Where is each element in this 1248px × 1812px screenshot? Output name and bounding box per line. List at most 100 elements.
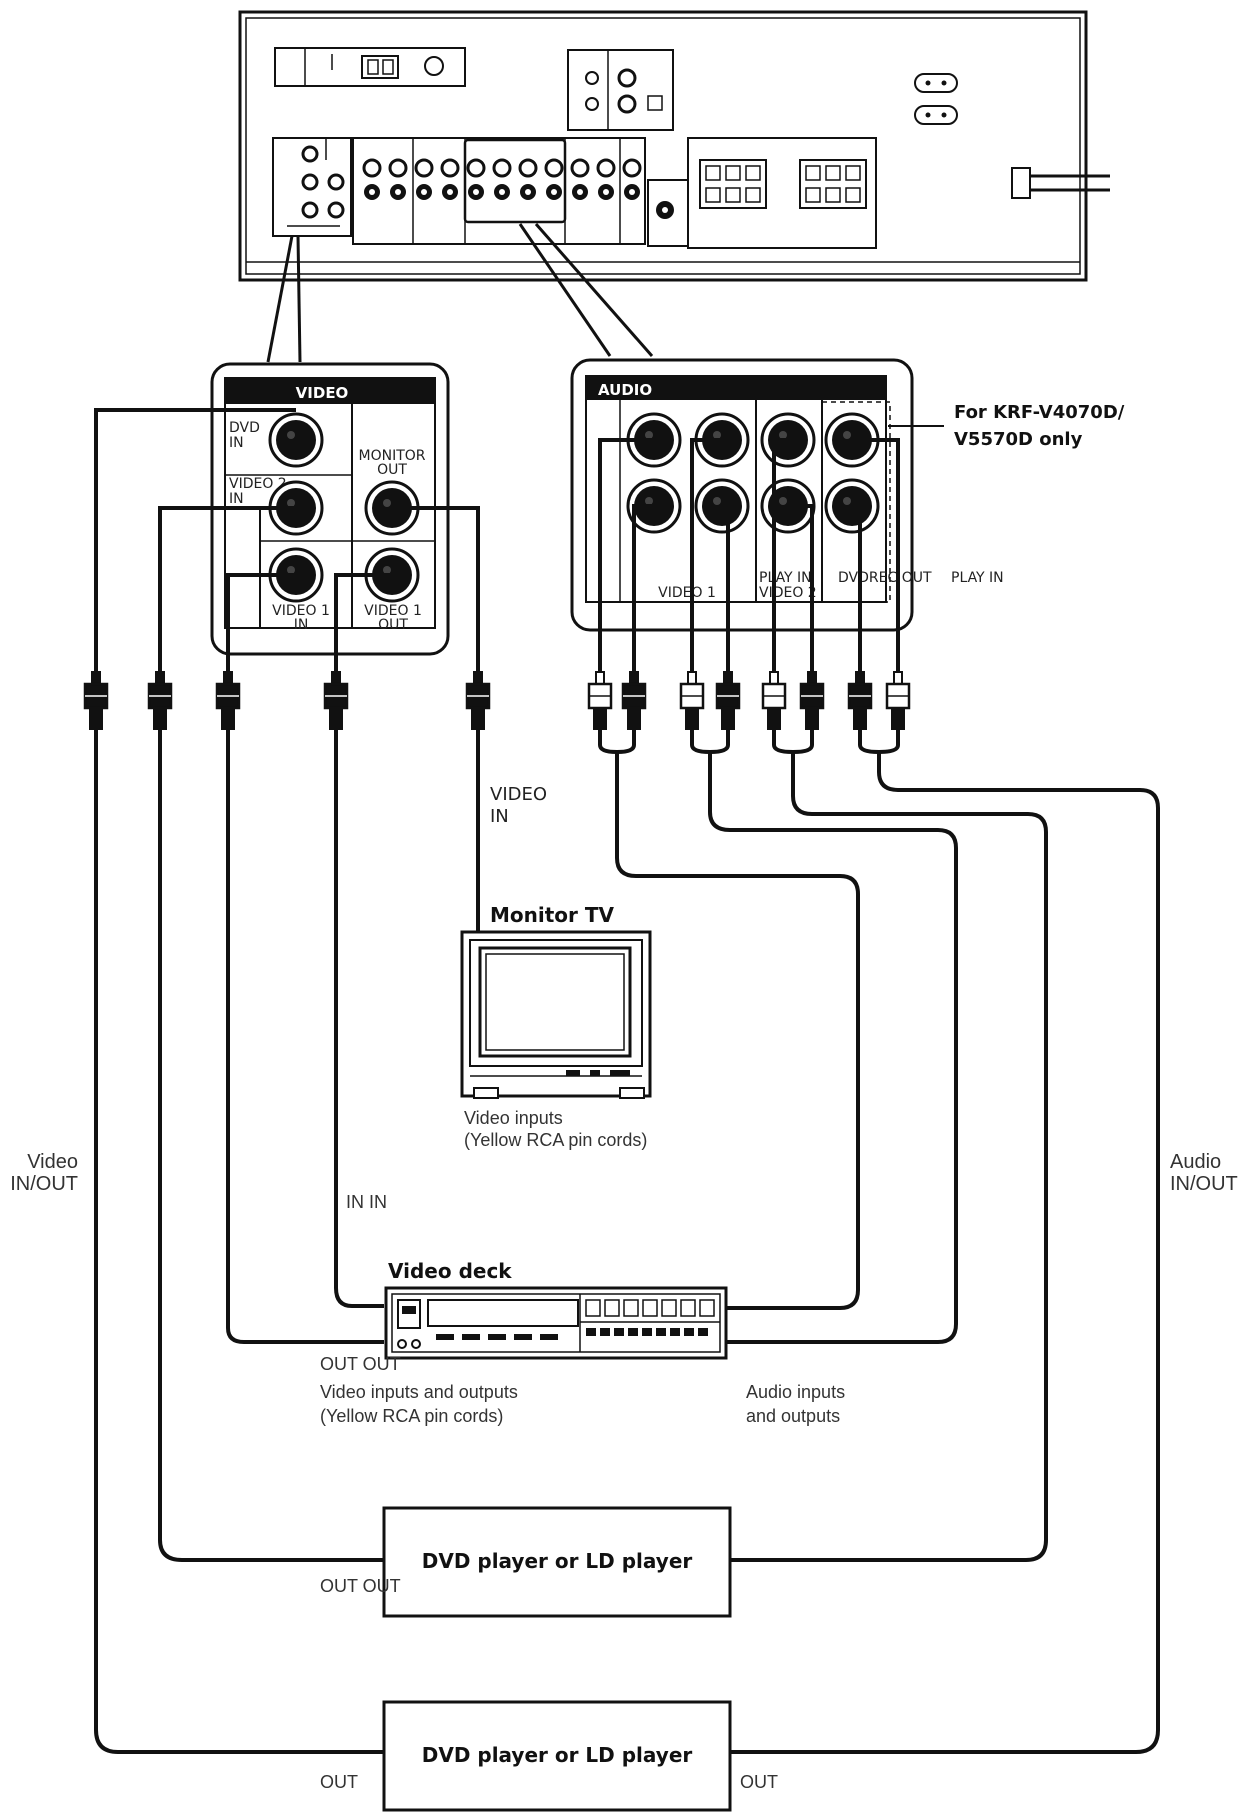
- audio-note-line2: V5570D only: [954, 429, 1083, 450]
- receiver-rear-panel: [238, 10, 1110, 282]
- deck-button: [680, 1299, 696, 1317]
- video-deck-title: Video deck: [388, 1259, 512, 1283]
- strip-jack: [414, 158, 434, 178]
- dvd-player-2: DVD player or LD player OUT OUT: [320, 1700, 778, 1812]
- deck-indicator: [642, 1328, 652, 1336]
- deck-control: [514, 1334, 532, 1340]
- audio-side-label-2: IN/OUT: [1170, 1173, 1238, 1195]
- strip-jack: [544, 158, 564, 178]
- rca-plug: [215, 671, 241, 730]
- video-side-label-2: IN/OUT: [10, 1173, 78, 1195]
- label-video1-out: OUT: [378, 617, 408, 633]
- deck-button: [661, 1299, 677, 1317]
- audio-jack-panel: AUDIO VIDEO 1 PLAY IN VIDEO 2 DVDREC OUT…: [570, 358, 1125, 632]
- deck-control: [540, 1334, 558, 1340]
- video-cables: [94, 408, 480, 1754]
- rca-plug: [761, 671, 787, 730]
- rca-plug: [679, 671, 705, 730]
- label-audio-play-in-2: PLAY IN: [951, 570, 1004, 586]
- rca-plug: [465, 671, 491, 730]
- dvd-player-2-title: DVD player or LD player: [422, 1743, 693, 1767]
- deck-audio-caption-2: and outputs: [746, 1406, 840, 1426]
- deck-button: [623, 1299, 639, 1317]
- deck-audio-caption-1: Audio inputs: [746, 1382, 845, 1402]
- audio-panel-header: AUDIO: [598, 381, 652, 399]
- dvd2-out-right-label: OUT: [740, 1772, 778, 1792]
- label-dvd: DVD: [229, 420, 260, 436]
- deck-control: [436, 1334, 454, 1340]
- dvd-player-1-title: DVD player or LD player: [422, 1549, 693, 1573]
- video-side-label-1: Video: [27, 1151, 78, 1173]
- strip-jack: [492, 158, 512, 178]
- strip-jack: [388, 158, 408, 178]
- rca-plug: [147, 671, 173, 730]
- strip-jack: [596, 158, 616, 178]
- deck-indicator: [670, 1328, 680, 1336]
- deck-button: [642, 1299, 658, 1317]
- audio-side-label-1: Audio: [1170, 1151, 1221, 1173]
- deck-video-caption-2: (Yellow RCA pin cords): [320, 1406, 503, 1426]
- deck-in-label: IN IN: [346, 1192, 387, 1212]
- deck-button: [585, 1299, 601, 1317]
- monitor-video-in-label-1: VIDEO: [490, 784, 547, 805]
- rca-plugs: [83, 671, 911, 730]
- speaker-terminal-block: [699, 159, 767, 209]
- audio-note-line1: For KRF-V4070D/: [954, 402, 1125, 423]
- rca-plug: [587, 671, 613, 730]
- rca-plug: [323, 671, 349, 730]
- deck-control: [462, 1334, 480, 1340]
- monitor-tv-title: Monitor TV: [490, 903, 615, 927]
- label-video1b: VIDEO 1: [364, 603, 422, 619]
- strip-jack: [466, 158, 486, 178]
- monitor-tv: VIDEO IN Monitor TV Video inputs (Yellow…: [460, 784, 652, 1150]
- rca-plug: [847, 671, 873, 730]
- label-monitor: MONITOR: [359, 448, 426, 464]
- label-audio-play-in: PLAY IN: [759, 570, 812, 586]
- label-monitor-out: OUT: [377, 462, 407, 478]
- label-audio-video2: VIDEO 2: [759, 585, 817, 601]
- rca-plug: [83, 671, 109, 730]
- deck-indicator: [600, 1328, 610, 1336]
- deck-out-label: OUT OUT: [320, 1354, 401, 1374]
- callout-lines: [266, 223, 654, 363]
- deck-control: [488, 1334, 506, 1340]
- label-video2-in: IN: [229, 491, 244, 507]
- rca-plug: [799, 671, 825, 730]
- video-panel-header: VIDEO: [296, 384, 349, 402]
- label-audio-video1: VIDEO 1: [658, 585, 716, 601]
- strip-jack: [570, 158, 590, 178]
- rca-plug: [885, 671, 911, 730]
- strip-jack: [622, 158, 642, 178]
- dvd-in-jack: [268, 412, 324, 468]
- audio-cables: [598, 438, 1160, 1754]
- deck-indicator: [656, 1328, 666, 1336]
- deck-button: [699, 1299, 715, 1317]
- rca-plug: [621, 671, 647, 730]
- video-deck: IN IN Video deck OUT OUT Video inputs an…: [320, 1192, 845, 1426]
- label-dvd-in: IN: [229, 435, 244, 451]
- dvd1-out-label: OUT OUT: [320, 1576, 401, 1596]
- deck-indicator: [614, 1328, 624, 1336]
- strip-jack: [440, 158, 460, 178]
- monitor-caption-1: Video inputs: [464, 1108, 563, 1128]
- speaker-terminal-block: [799, 159, 867, 209]
- monitor-video-in-label-2: IN: [490, 806, 509, 827]
- deck-indicator: [586, 1328, 596, 1336]
- deck-indicator: [698, 1328, 708, 1336]
- video1-in-jack: [268, 547, 324, 603]
- dvd2-out-left-label: OUT: [320, 1772, 358, 1792]
- deck-indicator: [684, 1328, 694, 1336]
- label-dvdrec-out: DVDREC OUT: [838, 570, 932, 586]
- deck-button: [604, 1299, 620, 1317]
- rca-plug: [715, 671, 741, 730]
- deck-indicator: [628, 1328, 638, 1336]
- label-video1: VIDEO 1: [272, 603, 330, 619]
- monitor-caption-2: (Yellow RCA pin cords): [464, 1130, 647, 1150]
- dvd-player-1: DVD player or LD player OUT OUT: [320, 1506, 732, 1618]
- strip-jack: [518, 158, 538, 178]
- label-video2: VIDEO 2: [229, 476, 287, 492]
- strip-jack: [362, 158, 382, 178]
- label-video1-in: IN: [294, 617, 309, 633]
- deck-video-caption-1: Video inputs and outputs: [320, 1382, 518, 1402]
